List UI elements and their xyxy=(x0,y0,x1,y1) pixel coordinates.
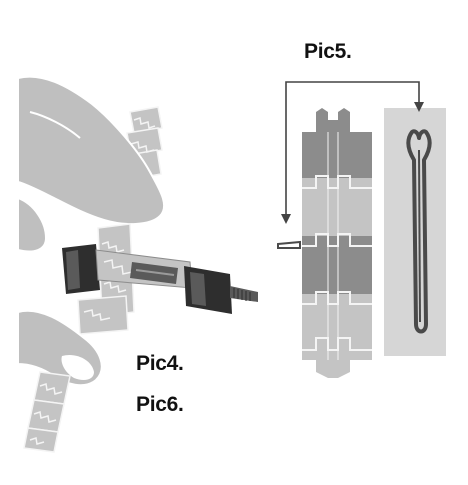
pin-removal-tool xyxy=(62,244,258,314)
pic4-label: Pic4. xyxy=(136,352,184,375)
upper-hand xyxy=(17,75,166,253)
left-illustration xyxy=(17,75,258,453)
pic5-label: Pic5. xyxy=(304,40,352,63)
arrow-head-down-right xyxy=(414,102,424,112)
arrow-head-down-left xyxy=(281,214,291,224)
insertion-arrow xyxy=(281,81,424,224)
pic6-label: Pic6. xyxy=(136,393,184,416)
watch-band-lower xyxy=(23,371,71,453)
watch-band-links xyxy=(302,108,372,378)
cotter-pin xyxy=(406,129,432,334)
inserted-pin xyxy=(277,240,301,249)
right-illustration xyxy=(277,81,446,378)
lower-hand xyxy=(17,309,103,387)
